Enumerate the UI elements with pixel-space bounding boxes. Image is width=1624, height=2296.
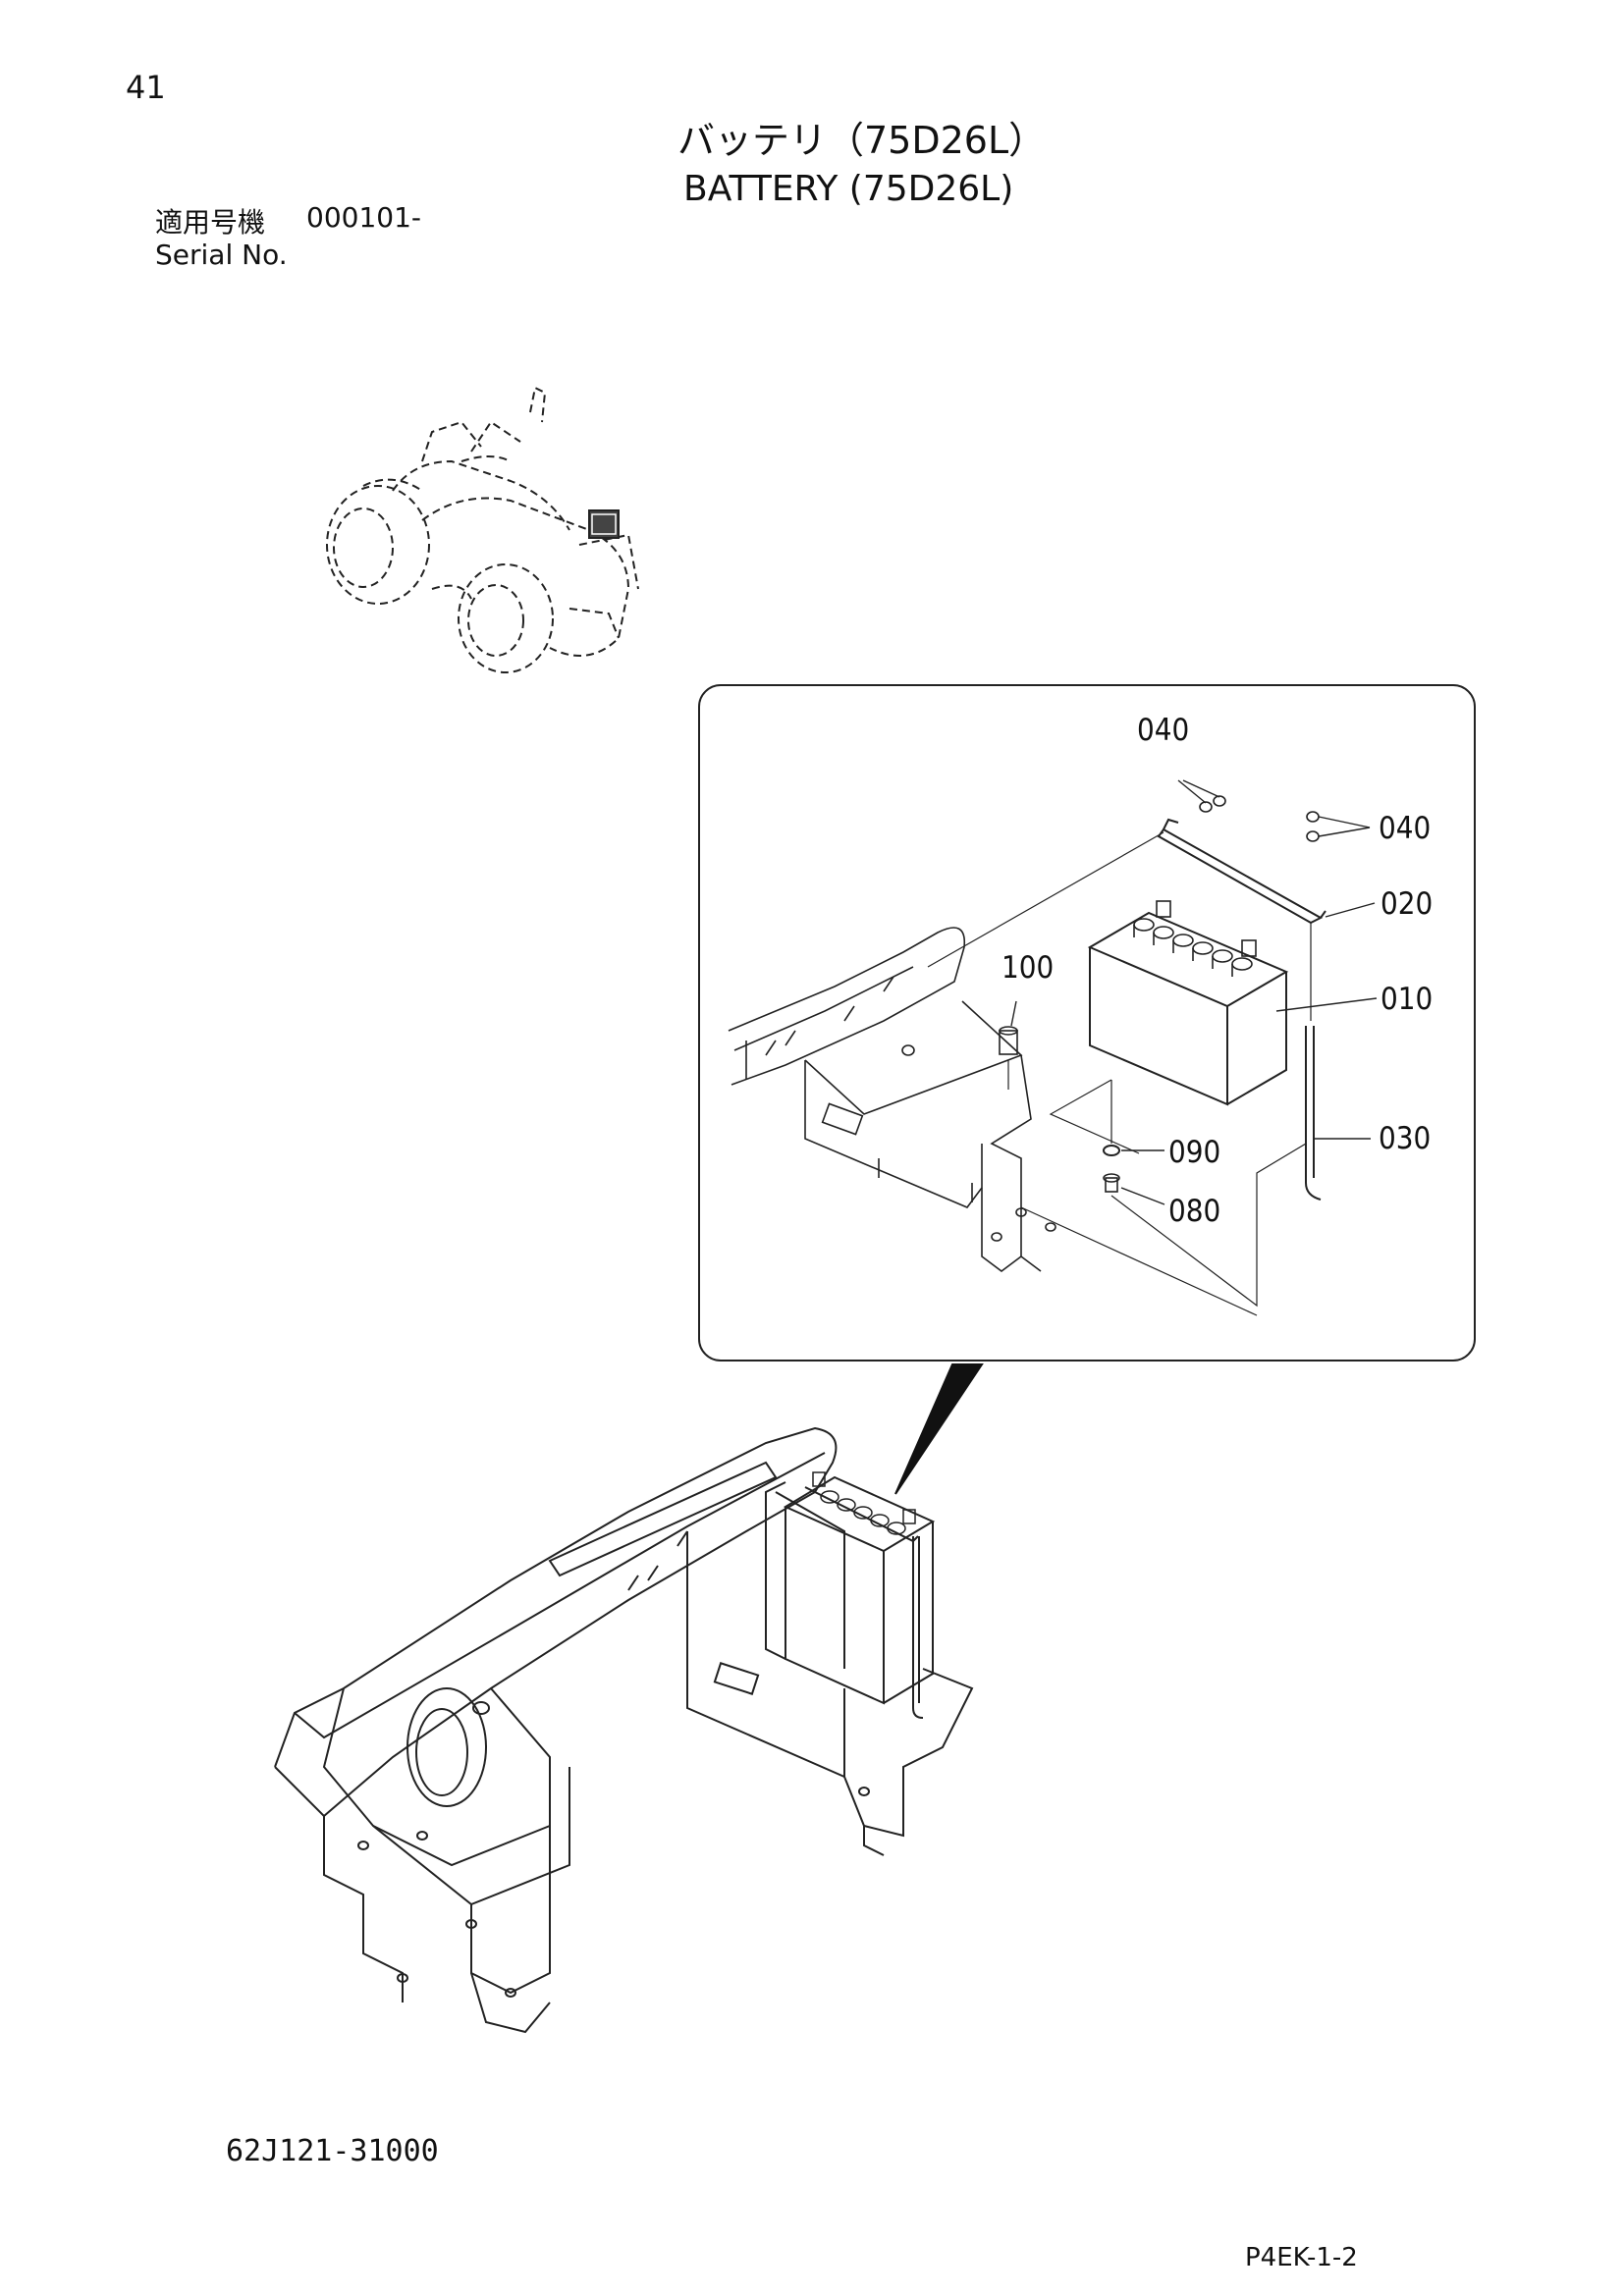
detail-pointer	[894, 1363, 984, 1495]
serial-label-japanese: 適用号機	[155, 206, 266, 239]
nut-040	[1199, 795, 1320, 842]
tractor-overview-illustration	[326, 386, 639, 673]
serial-number-value: 000101-	[306, 201, 421, 234]
detail-mounting-frame	[728, 927, 1056, 1272]
battery-installed	[765, 1471, 936, 1719]
hold-down-bracket-020	[1157, 818, 1326, 925]
callout-020: 020	[1380, 886, 1433, 922]
reference-lines	[927, 831, 1312, 1316]
callout-100: 100	[1001, 950, 1054, 986]
hold-down-rod-030	[1305, 1026, 1322, 1201]
callout-040-right: 040	[1379, 811, 1431, 846]
serial-label-english: Serial No.	[155, 239, 288, 271]
callout-090: 090	[1168, 1135, 1220, 1170]
page-title-english: BATTERY (75D26L)	[683, 169, 1014, 209]
callout-040-top: 040	[1137, 713, 1189, 748]
page-code: P4EK-1-2	[1245, 2243, 1358, 2272]
main-frame-assembly	[274, 1426, 974, 2034]
callout-030: 030	[1379, 1121, 1431, 1156]
detail-view-frame	[698, 684, 1476, 1362]
washer-090	[1103, 1145, 1120, 1156]
bolt-080	[1103, 1173, 1120, 1193]
callout-080: 080	[1168, 1194, 1220, 1229]
leader-lines	[1010, 779, 1378, 1205]
tractor-battery-location-marker	[588, 509, 620, 539]
callout-010: 010	[1380, 982, 1433, 1017]
page-number: 41	[126, 69, 166, 106]
page-title-japanese: バッテリ（75D26L）	[677, 119, 1047, 162]
collar-100	[999, 1026, 1018, 1055]
diagram-part-number: 62J121-31000	[226, 2134, 439, 2168]
battery-detail	[1087, 900, 1289, 1106]
